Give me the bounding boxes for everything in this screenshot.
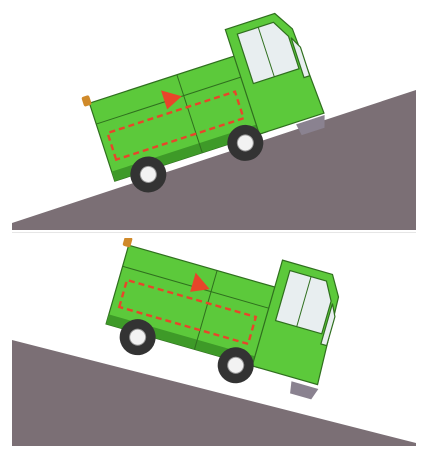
- uphill-scene: [12, 8, 416, 230]
- slope-ground-icon: [12, 340, 416, 446]
- downhill-panel: [12, 238, 416, 446]
- downhill-scene: [12, 238, 416, 446]
- uphill-panel: [12, 8, 416, 230]
- panel-divider: [12, 232, 416, 233]
